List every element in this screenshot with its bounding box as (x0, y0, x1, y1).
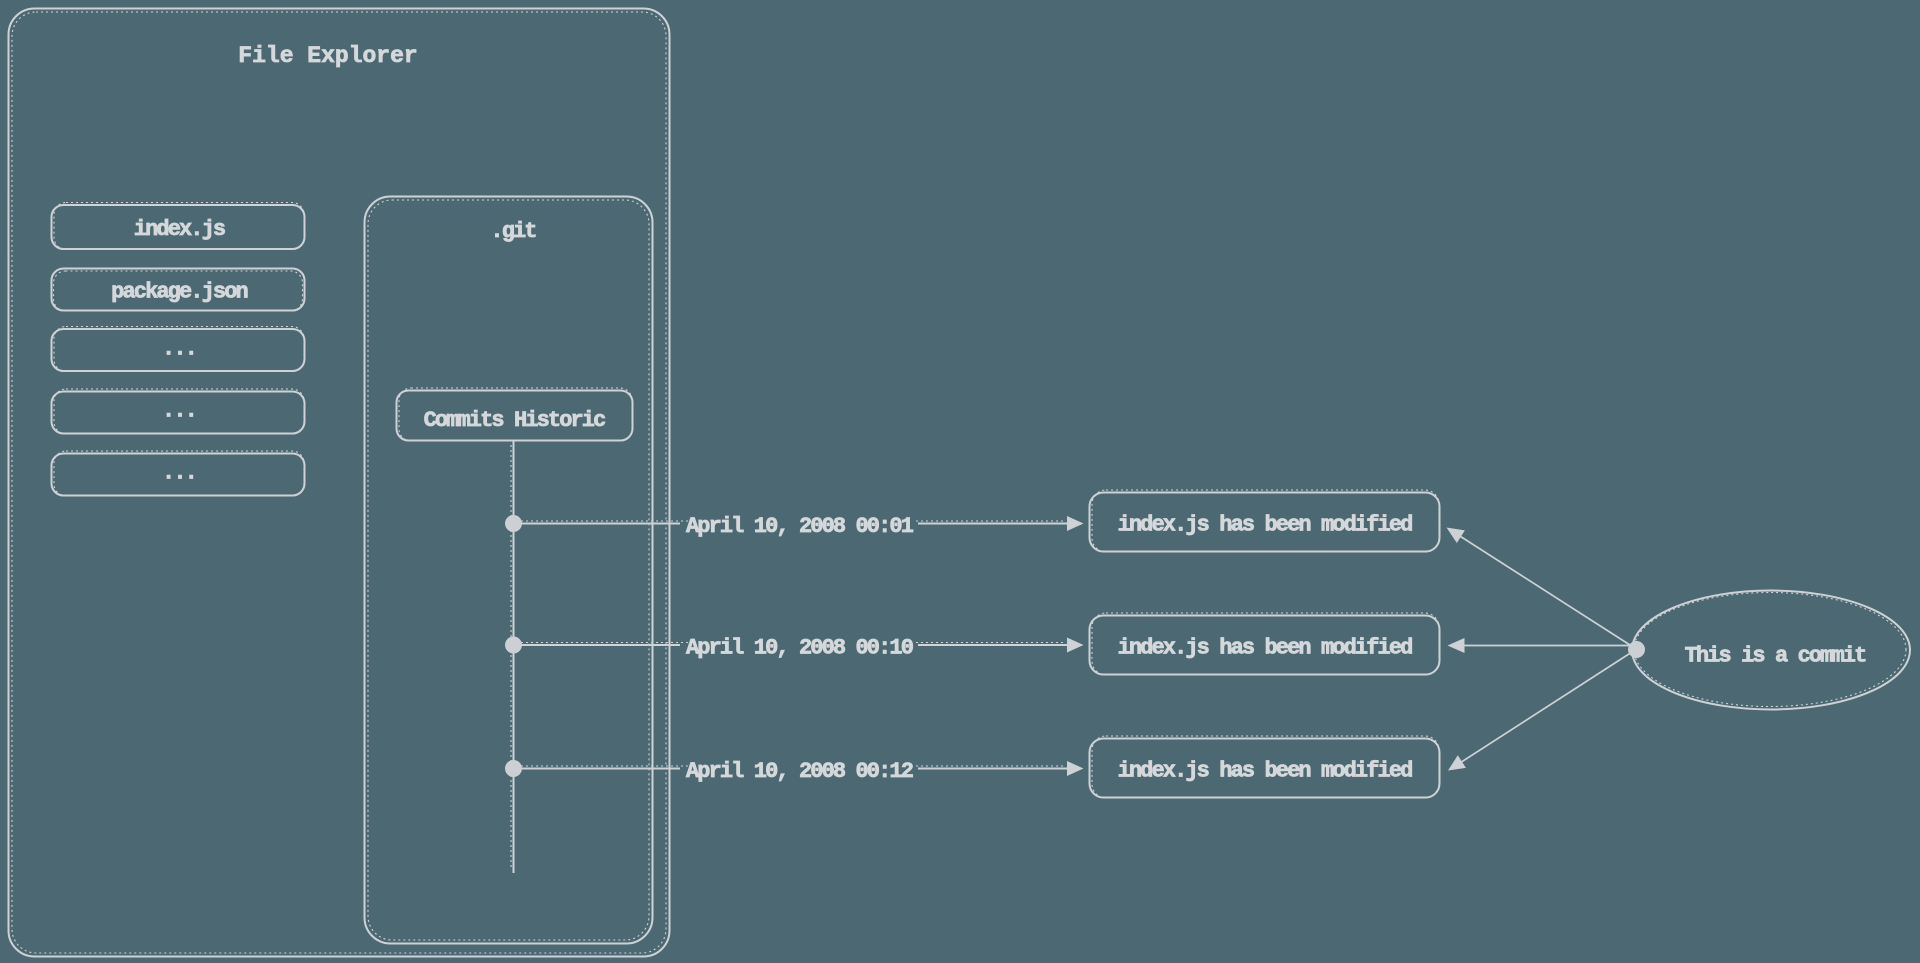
svg-text:...: ... (162, 337, 196, 362)
svg-text:package.json: package.json (111, 280, 247, 305)
svg-text:index.js has been modified: index.js has been modified (1118, 636, 1413, 661)
svg-text:Commits Historic: Commits Historic (424, 408, 606, 433)
svg-text:index.js: index.js (134, 217, 225, 242)
svg-text:index.js has been modified: index.js has been modified (1118, 759, 1413, 784)
svg-text:File Explorer: File Explorer (238, 43, 417, 69)
svg-text:April 10, 2008 00:12: April 10, 2008 00:12 (686, 759, 913, 784)
svg-text:April 10, 2008 00:01: April 10, 2008 00:01 (686, 514, 914, 539)
svg-text:...: ... (162, 399, 196, 424)
svg-text:index.js has been modified: index.js has been modified (1118, 513, 1413, 538)
svg-text:.git: .git (490, 219, 536, 244)
svg-text:This is a commit: This is a commit (1685, 644, 1867, 669)
svg-text:...: ... (162, 461, 196, 486)
svg-text:April 10, 2008 00:10: April 10, 2008 00:10 (686, 636, 913, 661)
